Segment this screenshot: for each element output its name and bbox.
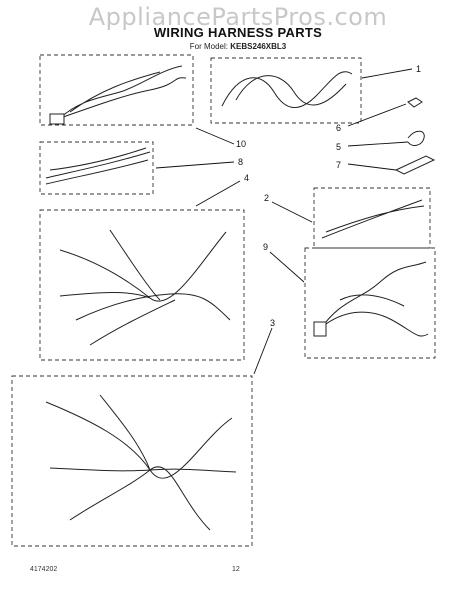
leader-1 xyxy=(361,68,413,79)
page-title: WIRING HARNESS PARTS xyxy=(153,25,323,40)
callout-8: 8 xyxy=(238,157,243,167)
callout-3: 3 xyxy=(270,318,275,328)
wire-harness-10 xyxy=(59,65,187,119)
wire-harness-8 xyxy=(45,147,151,185)
wire-harness-2 xyxy=(321,199,425,239)
leader-8 xyxy=(155,161,235,169)
wire-harness-4 xyxy=(59,229,231,346)
callout-9: 9 xyxy=(263,242,268,252)
wire-harness-1 xyxy=(221,71,353,108)
frame-harness-2 xyxy=(313,187,431,249)
part-5-shape xyxy=(407,130,425,146)
leader-5 xyxy=(347,141,409,147)
callout-2: 2 xyxy=(264,193,269,203)
connector-harness-9 xyxy=(313,321,327,337)
part-6-shape xyxy=(407,97,423,108)
leader-6 xyxy=(347,103,407,127)
model-number: KEBS246XBL3 xyxy=(230,42,287,51)
callout-10: 10 xyxy=(236,139,246,149)
wire-harness-9 xyxy=(319,261,429,337)
leader-9 xyxy=(269,251,305,283)
model-prefix: For Model: xyxy=(189,42,228,51)
wire-harness-3 xyxy=(45,394,237,531)
frame-harness-8 xyxy=(39,141,154,195)
document-part-number: 4174202 xyxy=(30,566,58,573)
callout-5: 5 xyxy=(336,142,341,152)
frame-harness-9 xyxy=(304,247,436,359)
leader-4 xyxy=(195,180,241,207)
leader-2 xyxy=(271,201,313,223)
model-line: For Model: KEBS246XBL3 xyxy=(0,42,476,51)
connector-harness-10 xyxy=(49,113,65,125)
leader-10 xyxy=(195,127,235,145)
frame-harness-4 xyxy=(39,209,245,361)
part-7-shape xyxy=(394,155,436,175)
callout-7: 7 xyxy=(336,160,341,170)
callout-1: 1 xyxy=(416,64,421,74)
frame-harness-3 xyxy=(11,375,253,547)
frame-harness-1 xyxy=(210,57,362,124)
leader-3 xyxy=(253,327,273,375)
callout-4: 4 xyxy=(244,173,249,183)
leader-7 xyxy=(347,163,397,171)
watermark: AppliancePartsPros.com xyxy=(88,3,388,31)
page-number: 12 xyxy=(232,566,240,573)
callout-6: 6 xyxy=(336,123,341,133)
